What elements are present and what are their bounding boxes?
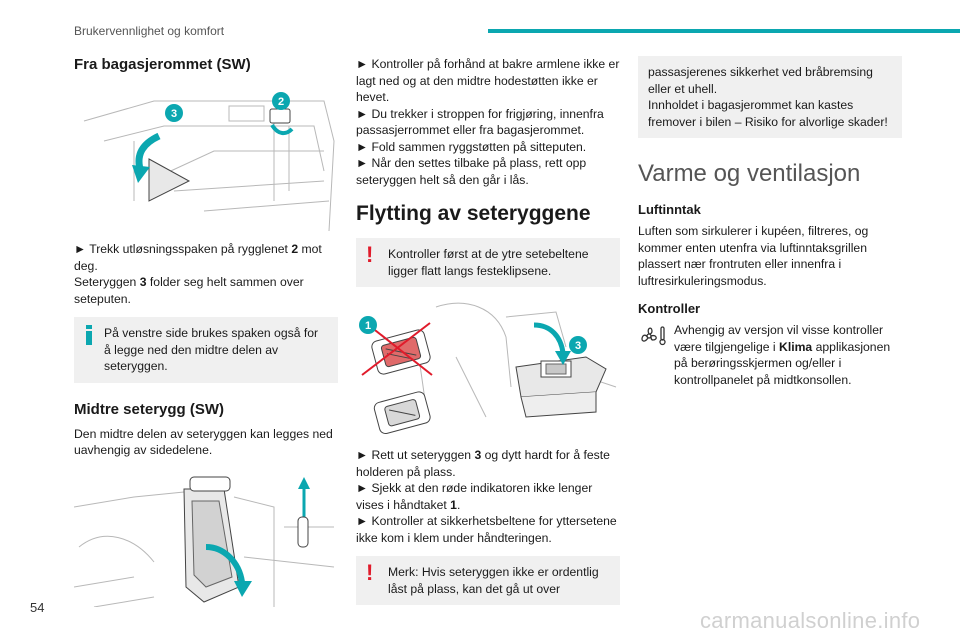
fan-thermometer-icon (641, 326, 666, 346)
middle-seatback-illustration (73, 476, 335, 607)
info-text: På venstre side brukes spaken også for å… (104, 326, 319, 373)
controls-row: Avhengig av versjon vil visse kontroller… (638, 322, 902, 388)
figure-seat-lock: 1 3 (356, 297, 620, 437)
badge-2-label: 2 (278, 96, 284, 108)
continued-warning-line1: passasjerenes sikkerhet ved bråbremsing … (648, 65, 873, 96)
trunk-illustration: 3 2 (83, 92, 335, 232)
badge-1 (359, 316, 377, 334)
heading-moving-seatbacks: Flytting av seteryggene (356, 202, 591, 225)
continued-warning-line2: Innholdet i bagasjerommet kan kastes fre… (648, 98, 888, 129)
paragraph-controls: Avhengig av versjon vil visse kontroller… (674, 323, 891, 387)
paragraph-fold-backrest: ► Fold sammen ryggstøtten på sitteputen. (356, 139, 587, 154)
page-number: 54 (30, 600, 45, 615)
column-3: passasjerenes sikkerhet ved bråbremsing … (638, 56, 902, 388)
heading-heating-ventilation: Varme og ventilasjon (638, 160, 861, 187)
paragraph-check-belts: ► Kontroller at sikkerhetsbeltene for yt… (356, 514, 617, 545)
paragraph-return-seatback: ► Når den settes tilbake på plass, rett … (356, 156, 587, 187)
warning-text: Merk: Hvis seteryggen ikke er ordentlig … (388, 565, 599, 596)
paragraph-straighten-seatback: ► Rett ut seteryggen 3 og dytt hardt for… (356, 448, 610, 479)
paragraph-check-indicator: ► Sjekk at den røde indikatoren ikke len… (356, 481, 593, 512)
badge-2 (272, 92, 290, 110)
column-1: Fra bagasjerommet (SW) 3 2 (73, 56, 338, 617)
badge-3 (165, 104, 183, 122)
warning-icon: ! (366, 560, 374, 585)
continued-warning-box: passasjerenes sikkerhet ved bråbremsing … (638, 56, 902, 138)
badge-3-label: 3 (171, 108, 177, 120)
badge-3b-label: 3 (575, 340, 581, 352)
subheading-air-intake: Luftinntak (638, 202, 701, 217)
warning-text: Kontroller først at de ytre setebeltene … (388, 247, 589, 278)
column-2: ► Kontroller på forhånd at bakre armlene… (356, 56, 620, 615)
warning-box-lock: ! Merk: Hvis seteryggen ikke er ordentli… (356, 556, 620, 605)
warning-icon: ! (366, 242, 374, 267)
subheading-controls: Kontroller (638, 301, 701, 316)
header-accent-bar (488, 29, 960, 33)
paragraph-middle-seatback: Den midtre delen av seteryggen kan legge… (74, 426, 333, 458)
paragraph-check-armrest: ► Kontroller på forhånd at bakre armlene… (356, 57, 620, 104)
warning-box-belts: ! Kontroller først at de ytre setebelten… (356, 238, 620, 287)
paragraph-air-intake: Luften som sirkulerer i kupéen, filtrere… (638, 224, 869, 288)
heading-middle-seatback: Midtre seterygg (SW) (74, 400, 225, 418)
paragraph-pull-strap: ► Du trekker i stroppen for frigjøring, … (356, 106, 604, 138)
section-title: Brukervennlighet og komfort (74, 24, 225, 38)
seat-lock-illustration: 1 3 (359, 302, 617, 435)
paragraph-seatback-folds: Seteryggen 3 folder seg helt sammen over… (74, 275, 304, 306)
heading-from-trunk: Fra bagasjerommet (SW) (74, 56, 251, 73)
badge-3b (569, 336, 587, 354)
paragraph-pull-lever: ► Trekk utløsningsspaken på rygglenet 2 … (74, 242, 322, 273)
figure-middle-seatback (73, 466, 338, 607)
info-icon (86, 325, 92, 345)
figure-trunk-release: 3 2 (74, 81, 338, 232)
info-box: På venstre side brukes spaken også for å… (74, 317, 338, 383)
watermark: carmanualsonline.info (700, 608, 921, 633)
badge-1-label: 1 (365, 320, 371, 332)
